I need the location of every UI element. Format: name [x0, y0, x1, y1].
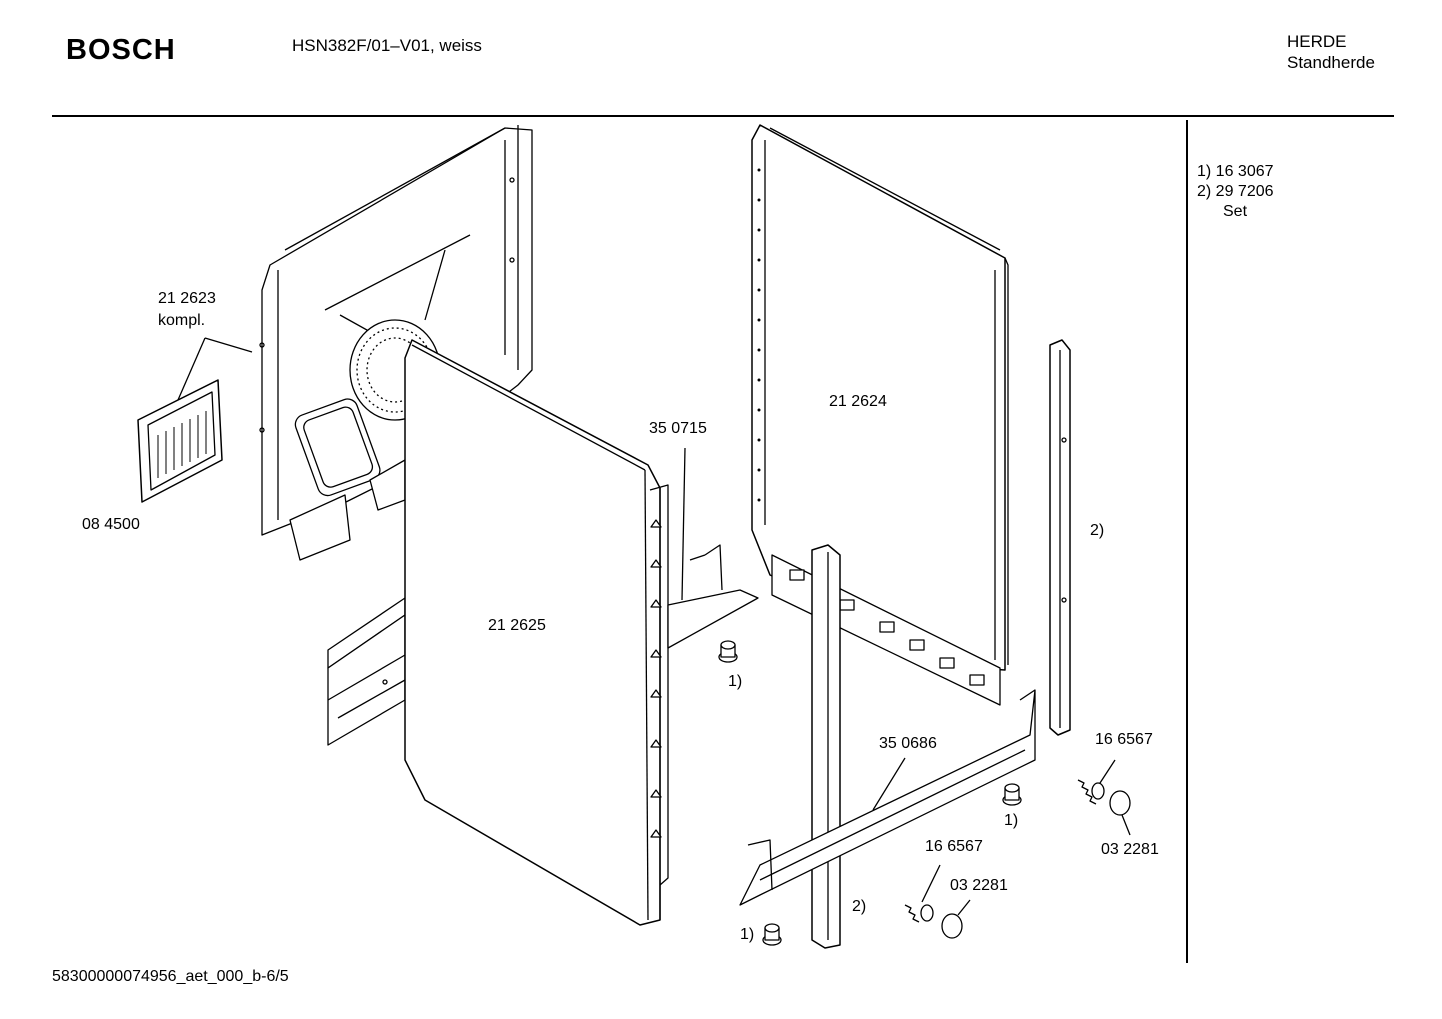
screw-part	[1077, 779, 1105, 805]
leader-line	[957, 899, 971, 916]
bracket-350715	[667, 544, 759, 649]
leader-line	[1121, 814, 1131, 836]
part-label: 35 0686	[879, 735, 937, 752]
cap-part	[1109, 790, 1131, 816]
part-label: 16 6567	[925, 838, 983, 855]
leader-line	[921, 864, 941, 903]
part-label: 16 6567	[1095, 731, 1153, 748]
reference-label: 1)	[740, 926, 755, 943]
legend-item: 1) 16 3067	[1197, 163, 1274, 180]
bottom-frame-350686	[739, 689, 1036, 906]
document-code: 58300000074956_aet_000_b-6/5	[52, 968, 289, 985]
leader-line	[177, 337, 206, 401]
part-label: 08 4500	[82, 516, 140, 533]
category-line: HERDE	[1287, 32, 1347, 51]
leader-line	[204, 337, 253, 353]
rear-profile-strip	[1049, 339, 1071, 736]
subcategory-line: Standherde	[1287, 53, 1375, 72]
leader-line	[872, 757, 906, 811]
reference-label: 1)	[728, 673, 743, 690]
legend-item: 2) 29 7206	[1197, 183, 1274, 200]
reference-label: 1)	[1004, 812, 1019, 829]
foot-part	[1002, 783, 1022, 806]
category-block: HERDE Standherde	[1287, 31, 1375, 73]
cap-part	[941, 913, 963, 939]
legend-block: 1) 16 3067 2) 29 7206 Set	[1197, 162, 1274, 222]
side-rail-left	[327, 597, 406, 746]
left-side-panel	[404, 339, 669, 926]
part-label: 21 2624	[829, 393, 887, 410]
reference-label: 2)	[1090, 522, 1105, 539]
reference-label: 2)	[852, 898, 867, 915]
fan-grille-part	[137, 379, 223, 503]
front-profile-strip	[811, 544, 841, 949]
part-label: 21 2625	[488, 617, 546, 634]
model-title: HSN382F/01–V01, weiss	[292, 36, 482, 55]
leader-line	[681, 447, 686, 601]
legend-item: Set	[1223, 203, 1248, 220]
right-side-panel	[751, 124, 1009, 706]
header-divider	[52, 115, 1394, 117]
screw-part	[904, 904, 934, 923]
part-label: 35 0715	[649, 420, 707, 437]
brand-logo: BOSCH	[66, 34, 176, 66]
leader-line	[1099, 759, 1116, 784]
legend-divider	[1186, 120, 1188, 963]
part-label: 03 2281	[1101, 841, 1159, 858]
part-label: 03 2281	[950, 877, 1008, 894]
part-label: kompl.	[158, 312, 206, 329]
foot-part	[762, 923, 782, 946]
foot-part	[718, 640, 738, 663]
part-label: 21 2623	[158, 290, 216, 307]
